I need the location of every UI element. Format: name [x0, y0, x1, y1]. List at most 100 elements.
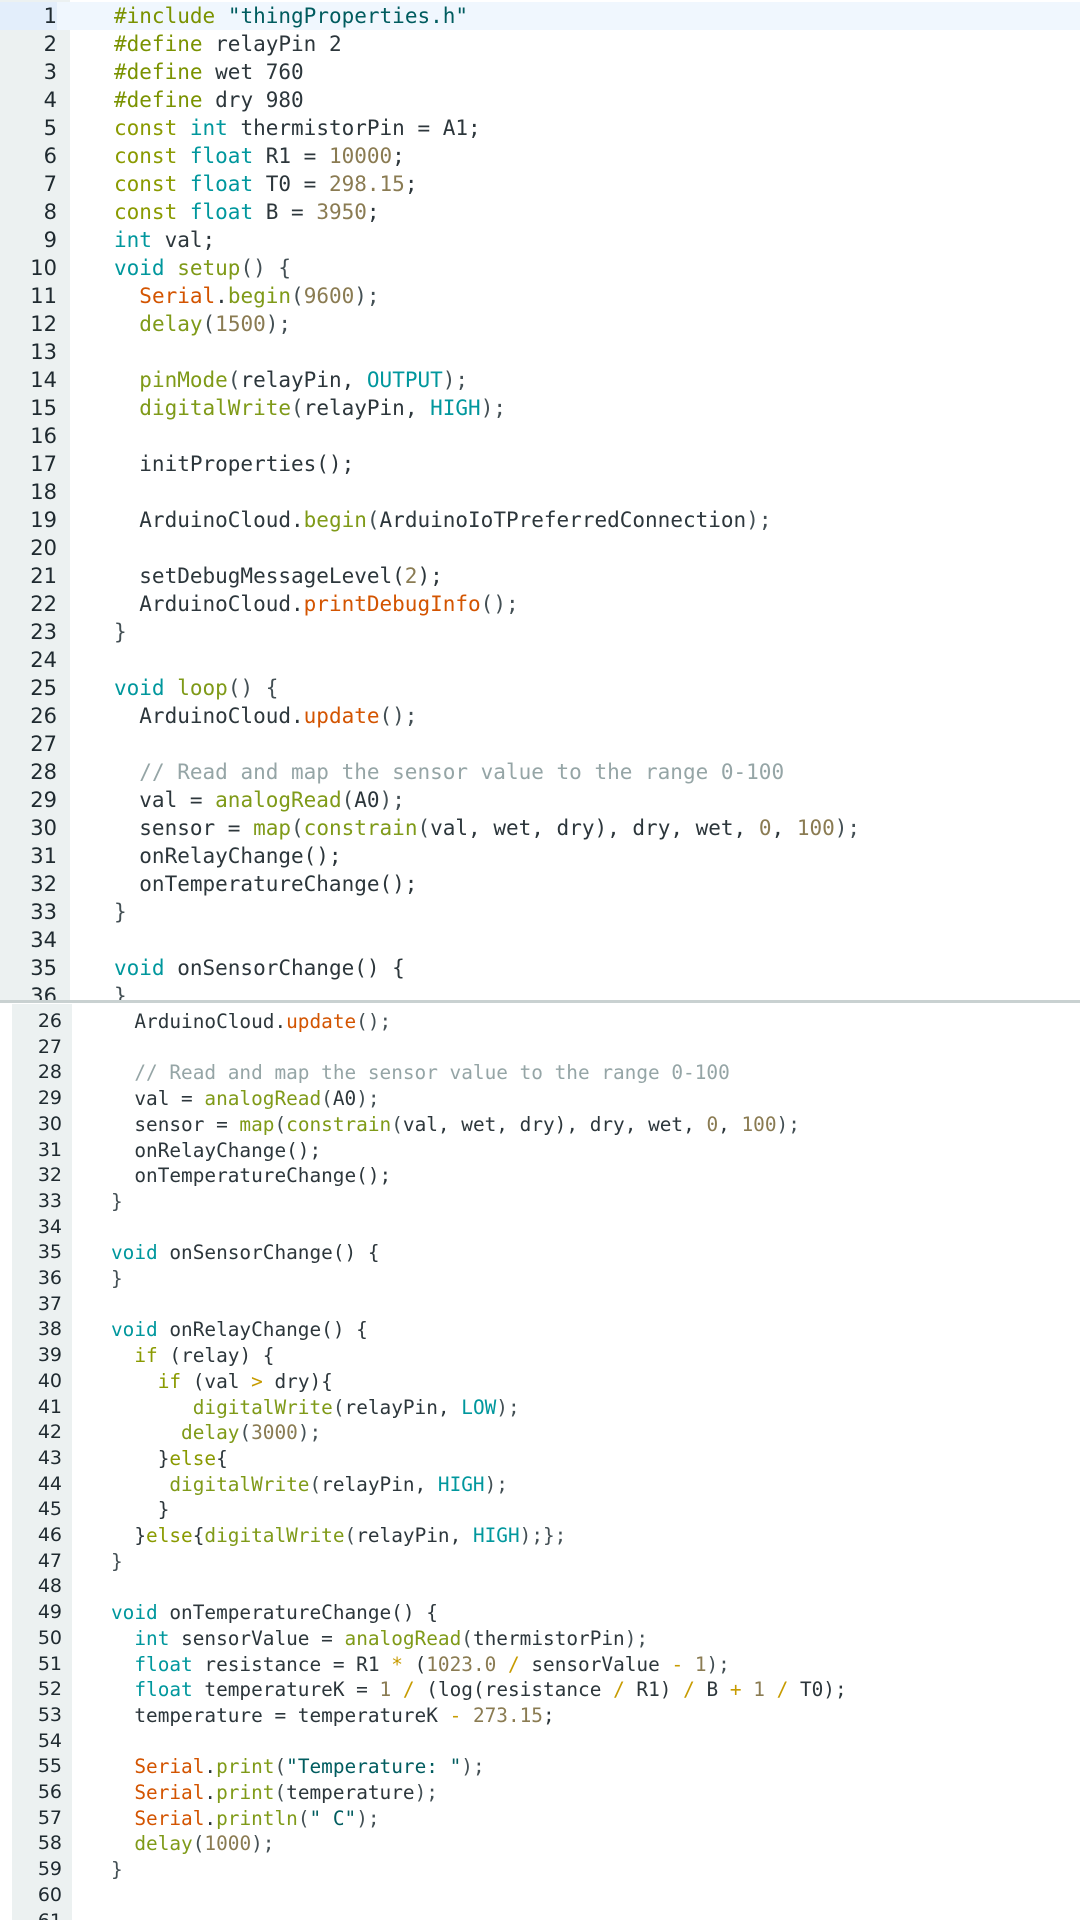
code-line[interactable]: 2#define relayPin 2	[0, 30, 1080, 58]
code-text[interactable]: const int thermistorPin = A1;	[114, 114, 481, 142]
code-line[interactable]: 33}	[0, 898, 1080, 926]
code-line[interactable]: 34	[0, 1215, 1080, 1241]
code-line[interactable]: 61	[0, 1909, 1080, 1920]
code-line[interactable]: 17 initProperties();	[0, 450, 1080, 478]
code-text[interactable]: ArduinoCloud.update();	[111, 1009, 391, 1035]
code-line[interactable]: 52 float temperatureK = 1 / (log(resista…	[0, 1677, 1080, 1703]
code-line[interactable]: 55 Serial.print("Temperature: ");	[0, 1754, 1080, 1780]
code-text[interactable]: val = analogRead(A0);	[114, 786, 405, 814]
code-text[interactable]: int sensorValue = analogRead(thermistorP…	[111, 1626, 648, 1652]
code-line[interactable]: 24	[0, 646, 1080, 674]
code-line[interactable]: 33}	[0, 1189, 1080, 1215]
code-line[interactable]: 58 delay(1000);	[0, 1831, 1080, 1857]
code-line[interactable]: 26 ArduinoCloud.update();	[0, 1009, 1080, 1035]
code-text[interactable]: if (val > dry){	[111, 1369, 333, 1395]
code-text[interactable]: float resistance = R1 * (1023.0 / sensor…	[111, 1652, 730, 1678]
code-text[interactable]: float temperatureK = 1 / (log(resistance…	[111, 1677, 846, 1703]
code-text[interactable]: }	[111, 1266, 123, 1292]
code-text[interactable]: temperature = temperatureK - 273.15;	[111, 1703, 554, 1729]
code-line[interactable]: 21 setDebugMessageLevel(2);	[0, 562, 1080, 590]
code-line[interactable]: 22 ArduinoCloud.printDebugInfo();	[0, 590, 1080, 618]
code-line[interactable]: 27	[0, 730, 1080, 758]
code-line[interactable]: 20	[0, 534, 1080, 562]
code-text[interactable]: Serial.print("Temperature: ");	[111, 1754, 484, 1780]
code-text[interactable]: #include "thingProperties.h"	[114, 2, 468, 30]
code-line[interactable]: 30 sensor = map(constrain(val, wet, dry)…	[0, 814, 1080, 842]
code-line[interactable]: 39 if (relay) {	[0, 1343, 1080, 1369]
code-text[interactable]: void setup() {	[114, 254, 291, 282]
code-text[interactable]: #define wet 760	[114, 58, 304, 86]
code-line[interactable]: 45 }	[0, 1497, 1080, 1523]
code-text[interactable]: }	[111, 1857, 123, 1883]
code-text[interactable]: digitalWrite(relayPin, HIGH);	[111, 1472, 508, 1498]
split-pane-divider[interactable]	[0, 1000, 1080, 1003]
code-line[interactable]: 23}	[0, 618, 1080, 646]
code-line[interactable]: 27	[0, 1035, 1080, 1061]
code-text[interactable]: const float B = 3950;	[114, 198, 380, 226]
code-line[interactable]: 56 Serial.print(temperature);	[0, 1780, 1080, 1806]
code-line[interactable]: 36}	[0, 982, 1080, 1001]
code-text[interactable]: // Read and map the sensor value to the …	[111, 1060, 729, 1086]
code-text[interactable]: // Read and map the sensor value to the …	[114, 758, 784, 786]
code-line[interactable]: 30 sensor = map(constrain(val, wet, dry)…	[0, 1112, 1080, 1138]
code-line[interactable]: 48	[0, 1574, 1080, 1600]
code-line[interactable]: 36}	[0, 1266, 1080, 1292]
code-line[interactable]: 37	[0, 1292, 1080, 1318]
code-line[interactable]: 13	[0, 338, 1080, 366]
code-line[interactable]: 51 float resistance = R1 * (1023.0 / sen…	[0, 1652, 1080, 1678]
code-line[interactable]: 60	[0, 1883, 1080, 1909]
code-line[interactable]: 40 if (val > dry){	[0, 1369, 1080, 1395]
code-text[interactable]: sensor = map(constrain(val, wet, dry), d…	[111, 1112, 800, 1138]
code-text[interactable]: const float R1 = 10000;	[114, 142, 405, 170]
code-line[interactable]: 42 delay(3000);	[0, 1420, 1080, 1446]
code-text[interactable]: void onSensorChange() {	[114, 954, 405, 982]
code-line[interactable]: 1#include "thingProperties.h"	[0, 2, 1080, 30]
code-line[interactable]: 18	[0, 478, 1080, 506]
code-line[interactable]: 59}	[0, 1857, 1080, 1883]
code-line[interactable]: 32 onTemperatureChange();	[0, 870, 1080, 898]
code-line[interactable]: 54	[0, 1729, 1080, 1755]
code-line[interactable]: 11 Serial.begin(9600);	[0, 282, 1080, 310]
code-text[interactable]: #define relayPin 2	[114, 30, 342, 58]
code-line[interactable]: 12 delay(1500);	[0, 310, 1080, 338]
code-line[interactable]: 28 // Read and map the sensor value to t…	[0, 1060, 1080, 1086]
code-line[interactable]: 3#define wet 760	[0, 58, 1080, 86]
code-text[interactable]: initProperties();	[114, 450, 354, 478]
code-text[interactable]: }	[111, 1549, 123, 1575]
code-text[interactable]: }else{	[111, 1446, 228, 1472]
code-text[interactable]: }	[111, 1189, 123, 1215]
code-text[interactable]: void onSensorChange() {	[111, 1240, 380, 1266]
code-line[interactable]: 26 ArduinoCloud.update();	[0, 702, 1080, 730]
code-text[interactable]: void onTemperatureChange() {	[111, 1600, 438, 1626]
code-text[interactable]: ArduinoCloud.update();	[114, 702, 417, 730]
code-text[interactable]: Serial.begin(9600);	[114, 282, 379, 310]
code-line[interactable]: 46 }else{digitalWrite(relayPin, HIGH);};	[0, 1523, 1080, 1549]
code-text[interactable]: onTemperatureChange();	[111, 1163, 391, 1189]
code-line[interactable]: 41 digitalWrite(relayPin, LOW);	[0, 1395, 1080, 1421]
code-text[interactable]: }else{digitalWrite(relayPin, HIGH);};	[111, 1523, 566, 1549]
code-line[interactable]: 28 // Read and map the sensor value to t…	[0, 758, 1080, 786]
code-line[interactable]: 32 onTemperatureChange();	[0, 1163, 1080, 1189]
code-text[interactable]: pinMode(relayPin, OUTPUT);	[114, 366, 468, 394]
code-text[interactable]: delay(1500);	[114, 310, 291, 338]
code-text[interactable]: delay(3000);	[111, 1420, 321, 1446]
code-text[interactable]: ArduinoCloud.begin(ArduinoIoTPreferredCo…	[114, 506, 771, 534]
code-line[interactable]: 14 pinMode(relayPin, OUTPUT);	[0, 366, 1080, 394]
code-text[interactable]: #define dry 980	[114, 86, 304, 114]
code-text[interactable]: setDebugMessageLevel(2);	[114, 562, 442, 590]
code-text[interactable]: digitalWrite(relayPin, HIGH);	[114, 394, 506, 422]
code-line[interactable]: 29 val = analogRead(A0);	[0, 1086, 1080, 1112]
code-text[interactable]: if (relay) {	[111, 1343, 274, 1369]
code-text[interactable]: onRelayChange();	[114, 842, 341, 870]
code-text[interactable]: }	[114, 898, 127, 926]
